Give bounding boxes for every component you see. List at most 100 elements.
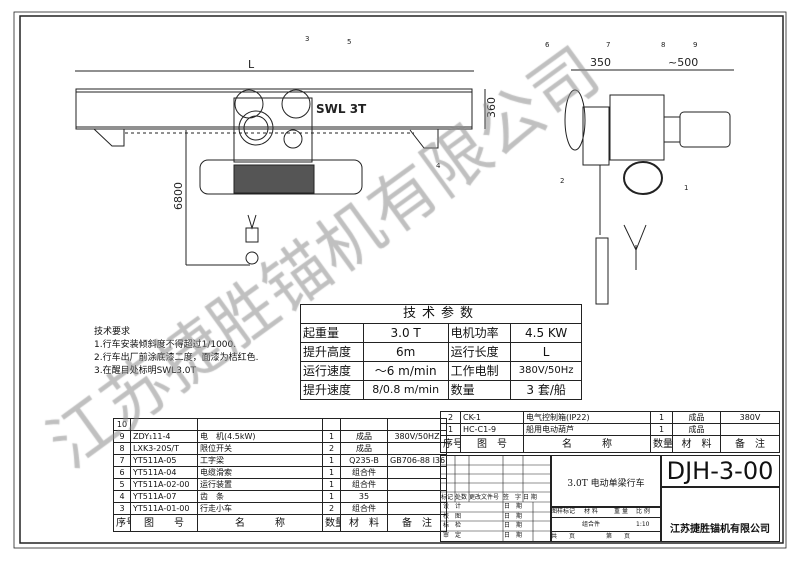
table-cell: 运行装置 <box>197 478 323 491</box>
table-cell: LXK3-20S/T <box>130 442 198 455</box>
table-cell <box>387 490 447 503</box>
table-cell <box>197 418 323 431</box>
table-cell: 1 <box>322 430 341 443</box>
table-cell: ZDY₁11-4 <box>130 430 198 443</box>
table-header-cell: 名 称 <box>523 435 651 453</box>
table-cell: YT511A-01-00 <box>130 502 198 515</box>
company-box: 江苏捷胜锚机有限公司 <box>660 486 780 542</box>
table-cell: 电 机(4.5kW) <box>197 430 323 443</box>
technical-requirements: 技术要求 1.行车安装倾斜度不得超过1/1000. 2.行车出厂前涂底漆二度，面… <box>94 326 258 378</box>
table-header-cell: 序号 <box>440 435 461 453</box>
drawing-number: DJH-3-00 <box>666 457 774 485</box>
table-cell: 35 <box>340 490 388 503</box>
table-cell: YT511A-04 <box>130 466 198 479</box>
table-cell: 成品 <box>672 423 721 436</box>
table-header-cell: 图 号 <box>130 514 198 532</box>
requirement-item: 2.行车出厂前涂底漆二度，面漆为桔红色. <box>94 353 259 363</box>
table-cell: 齿 条 <box>197 490 323 503</box>
table-cell: 380V <box>720 411 780 424</box>
table-cell: 7 <box>113 454 131 467</box>
requirement-item: 1.行车安装倾斜度不得超过1/1000. <box>94 340 237 350</box>
table-cell: 成品 <box>340 442 388 455</box>
requirements-title: 技术要求 <box>94 327 131 337</box>
table-cell: 组合件 <box>340 466 388 479</box>
table-cell: 10 <box>113 418 131 431</box>
table-header-cell: 数量 <box>650 435 673 453</box>
table-cell <box>322 418 341 431</box>
side-view: 350 ~500 <box>564 56 734 305</box>
balloon: 3 <box>305 35 309 43</box>
table-cell: 9 <box>113 430 131 443</box>
table-cell: 船用电动葫芦 <box>523 423 651 436</box>
table-cell: 4 <box>113 490 131 503</box>
table-cell: YT511A-05 <box>130 454 198 467</box>
table-cell: 组合件 <box>340 502 388 515</box>
revision-block: 标记处数更改文件号签 字日 期 设 计校 图标 检审 定 日 期日 期日 期日 … <box>440 455 552 542</box>
table-cell <box>387 442 447 455</box>
table-cell: 2 <box>322 442 341 455</box>
table-header-cell: 序号 <box>113 514 131 532</box>
dim-360: 360 <box>485 97 498 118</box>
table-row: 10 <box>113 418 447 431</box>
balloon: 2 <box>560 177 564 185</box>
table-cell <box>340 418 388 431</box>
table-cell <box>387 502 447 515</box>
table-cell: YT511A-02-00 <box>130 478 198 491</box>
table-cell: 行走小车 <box>197 502 323 515</box>
table-cell: HC-C1-9 <box>460 423 524 436</box>
balloon: 5 <box>347 38 351 46</box>
balloon: 4 <box>436 162 441 170</box>
table-cell <box>387 478 447 491</box>
drawing-number-box: DJH-3-00 <box>660 455 780 488</box>
dim-L: L <box>248 58 255 71</box>
table-cell: 1 <box>322 478 341 491</box>
table-header-cell: 材 料 <box>672 435 721 453</box>
hook-icon <box>245 214 259 243</box>
table-cell: 8 <box>113 442 131 455</box>
drawing-name: 3.0T 电动单梁行车 <box>567 479 645 489</box>
table-header-cell: 数量 <box>322 514 341 532</box>
table-cell: 1 <box>322 454 341 467</box>
table-header-cell: 图 号 <box>460 435 524 453</box>
table-cell: 成品 <box>672 411 721 424</box>
table-cell: 1 <box>650 411 673 424</box>
side-hook-icon <box>623 224 647 270</box>
table-cell: 电缆滑索 <box>197 466 323 479</box>
table-cell: 6 <box>113 466 131 479</box>
table-cell: Q235-B <box>340 454 388 467</box>
table-cell <box>387 466 447 479</box>
balloon: 1 <box>684 184 688 192</box>
table-cell: 3 <box>113 502 131 515</box>
requirement-item: 3.在醒目处标明SWL3.0T <box>94 366 197 376</box>
spec-title: 技术参数 <box>300 304 582 324</box>
table-cell <box>720 423 780 436</box>
balloon: 6 <box>545 41 550 49</box>
table-cell: 1 <box>322 490 341 503</box>
table-header-cell: 备 注 <box>387 514 447 532</box>
table-cell: 1 <box>322 466 341 479</box>
table-cell: 组合件 <box>340 478 388 491</box>
table-cell: 成品 <box>340 430 388 443</box>
swl-label: SWL 3T <box>316 102 367 116</box>
drawing-name-box: 3.0T 电动单梁行车 <box>550 455 662 508</box>
table-cell: YT511A-07 <box>130 490 198 503</box>
balloon: 8 <box>661 41 665 49</box>
table-cell: CK-1 <box>460 411 524 424</box>
dim-350: 350 <box>590 56 611 69</box>
dim-500: ~500 <box>668 56 698 69</box>
table-cell: 电气控制箱(IP22) <box>523 411 651 424</box>
table-cell <box>130 418 198 431</box>
